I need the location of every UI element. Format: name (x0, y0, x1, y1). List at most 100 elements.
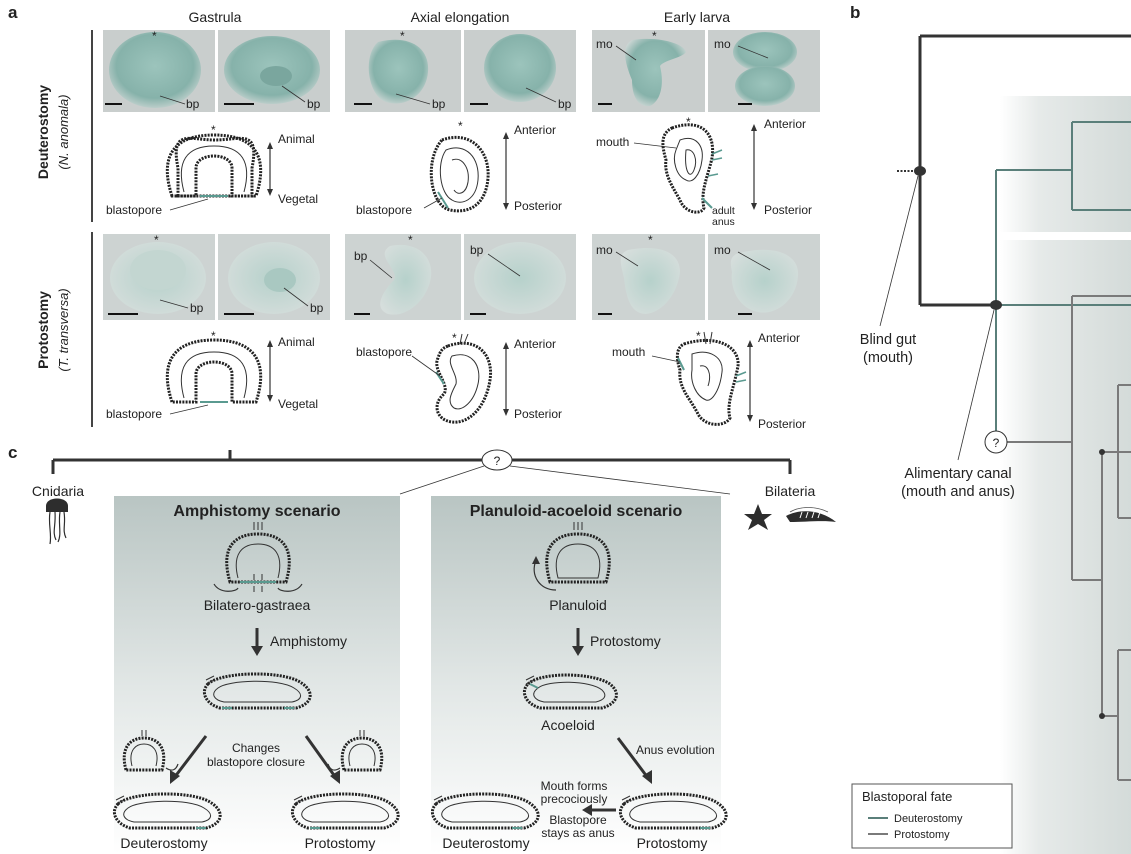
label-blastopore: blastopore (356, 203, 412, 217)
node-root (914, 166, 926, 176)
label-blind-gut: Blind gut (860, 332, 916, 348)
deutero-row-title: Deuterostomy (N. anomala) (35, 85, 71, 179)
label-cnidaria: Cnidaria (32, 483, 84, 499)
photo-deutero-gastrula-1: bp * (103, 29, 215, 112)
label-posterior: Posterior (514, 199, 562, 213)
amphistomy-ancestor: Bilatero-gastraea (204, 597, 311, 613)
amphistomy-changes-1: Changes (232, 741, 280, 755)
amphistomy-step: Amphistomy (270, 633, 347, 649)
svg-text:?: ? (494, 454, 501, 468)
diagram-proto-larva: * mouth Anterior Posterior (612, 329, 806, 431)
legend-item-deutero: Deuterostomy (894, 813, 963, 825)
node-bilateria (990, 300, 1002, 310)
label-bp: bp (432, 97, 446, 111)
diagram-deutero-larva: * mouth adult anus Anterior Posterior (596, 115, 812, 228)
panel-b-letter: b (850, 3, 860, 22)
diagram-proto-axial: * blastopore Anterior Posterior (356, 331, 562, 422)
question-node: ? (482, 450, 512, 470)
label-mouth: mouth (612, 345, 645, 359)
cladogram-bracket (53, 450, 790, 494)
label-star: * (211, 329, 216, 343)
label-mouth: mouth (596, 135, 629, 149)
photo-deutero-larva-1: mo * (592, 29, 705, 112)
label-bp: bp (470, 243, 484, 257)
tree-band-upper (1000, 96, 1131, 232)
diagram-deutero-axial: * blastopore Anterior Posterior (356, 119, 562, 217)
svg-text:Deuterostomy: Deuterostomy (35, 85, 51, 179)
photo-proto-gastrula-1: bp * (103, 233, 215, 320)
legend-item-proto: Protostomy (894, 829, 950, 841)
label-alimentary-canal: Alimentary canal (904, 466, 1011, 482)
planuloid-title: Planuloid-acoeloid scenario (470, 503, 683, 520)
photo-deutero-gastrula-2: bp (218, 30, 330, 112)
label-posterior: Posterior (758, 417, 806, 431)
label-mo: mo (714, 243, 731, 257)
planuloid-right-label: Protostomy (637, 835, 708, 851)
photo-proto-larva-2: mo (708, 234, 820, 320)
amphistomy-title: Amphistomy scenario (173, 503, 340, 520)
label-star: * (211, 123, 216, 137)
amphistomy-panel (114, 496, 400, 854)
label-anterior: Anterior (764, 117, 806, 131)
label-mo: mo (596, 37, 613, 51)
label-star: * (458, 119, 463, 133)
photo-proto-axial-1: bp * (345, 233, 461, 320)
planuloid-mouth-2: precociously (541, 792, 608, 806)
label-posterior: Posterior (764, 203, 812, 217)
diagram-proto-gastrula: * blastopore Animal Vegetal (106, 329, 318, 421)
label-bp: bp (190, 301, 204, 315)
svg-text:Protostomy: Protostomy (35, 291, 51, 369)
label-star: * (452, 331, 457, 345)
planuloid-anus-evolution: Anus evolution (636, 743, 715, 757)
photo-deutero-larva-2: mo (708, 30, 820, 112)
label-vegetal: Vegetal (278, 397, 318, 411)
label-star: * (408, 233, 413, 247)
column-early-larva: Early larva (664, 9, 730, 25)
proto-row-title: Protostomy (T. transversa) (35, 288, 71, 371)
label-anterior: Anterior (514, 337, 556, 351)
jellyfish-icon (46, 499, 68, 545)
label-bilateria: Bilateria (765, 483, 816, 499)
label-alimentary-canal-sub: (mouth and anus) (901, 484, 1015, 500)
question-node-b: ? (985, 431, 1007, 453)
label-star: * (154, 233, 159, 247)
amphistomy-right-label: Protostomy (305, 835, 376, 851)
starfish-icon (744, 504, 772, 530)
label-mo: mo (596, 243, 613, 257)
planuloid-bp-2: stays as anus (541, 826, 614, 840)
label-star: * (696, 329, 701, 343)
tree-band-lower (1000, 240, 1131, 854)
amphistomy-changes-2: blastopore closure (207, 755, 305, 769)
planuloid-left-label: Deuterostomy (442, 835, 529, 851)
svg-text:?: ? (993, 436, 1000, 450)
panel-a-letter: a (8, 3, 18, 22)
photo-proto-gastrula-2: bp (218, 234, 330, 320)
label-posterior: Posterior (514, 407, 562, 421)
label-animal: Animal (278, 335, 315, 349)
column-gastrula: Gastrula (189, 9, 242, 25)
label-anus: anus (712, 216, 735, 228)
svg-text:(T. transversa): (T. transversa) (56, 288, 71, 371)
blind-gut-pointer (880, 176, 918, 326)
photo-deutero-axial-2: bp (464, 30, 576, 112)
label-animal: Animal (278, 132, 315, 146)
column-axial-elongation: Axial elongation (411, 9, 510, 25)
label-vegetal: Vegetal (278, 192, 318, 206)
worm-icon (786, 508, 836, 523)
label-anterior: Anterior (514, 123, 556, 137)
planuloid-intermediate: Acoeloid (541, 717, 595, 733)
label-bp: bp (310, 301, 324, 315)
label-blastopore: blastopore (356, 345, 412, 359)
label-star: * (400, 29, 405, 43)
label-mo: mo (714, 37, 731, 51)
svg-text:(N. anomala): (N. anomala) (56, 94, 71, 169)
label-star: * (652, 29, 657, 43)
planuloid-bp-1: Blastopore (549, 813, 607, 827)
legend-title: Blastoporal fate (862, 789, 952, 804)
label-bp: bp (354, 249, 368, 263)
planuloid-ancestor: Planuloid (549, 597, 607, 613)
tree-legend: Blastoporal fate Deuterostomy Protostomy (852, 784, 1012, 848)
label-star: * (686, 115, 691, 129)
planuloid-mouth-1: Mouth forms (541, 779, 608, 793)
